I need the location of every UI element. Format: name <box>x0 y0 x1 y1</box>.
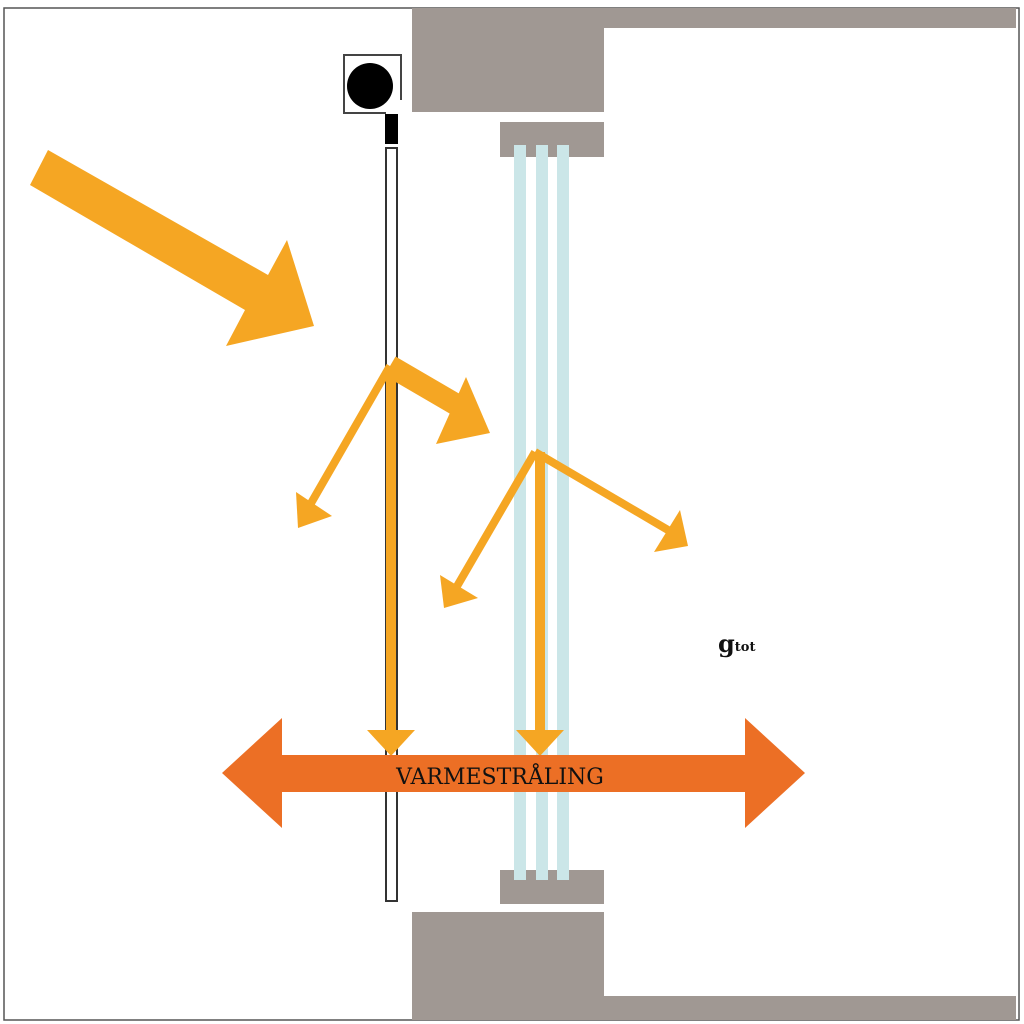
transmitted-ray-head <box>436 377 490 444</box>
frame-border <box>3 7 1020 1021</box>
blind-bottom-rail <box>385 114 398 144</box>
g-total-base: g <box>718 629 735 658</box>
glass-pane-1 <box>514 145 526 880</box>
wall-top <box>412 8 1016 112</box>
glass-pane-3 <box>557 145 569 880</box>
heat-radiation-arrow <box>222 718 805 828</box>
transmitted-ray-line <box>384 356 468 418</box>
glass-sun-arrows <box>440 448 688 756</box>
glass-absorbed-head <box>516 730 564 756</box>
g-total-subscript: tot <box>735 640 756 655</box>
reflected-ray-line <box>306 364 394 507</box>
wall-bottom <box>412 912 1016 1020</box>
glass-reflected-head <box>440 575 478 608</box>
glass-reflected-line <box>452 449 539 591</box>
g-total-label: gtot <box>718 629 755 658</box>
absorbed-ray-head <box>367 730 415 756</box>
glass-transmitted-head <box>654 510 688 552</box>
glass-transmitted-line <box>532 448 671 534</box>
reflected-ray-head <box>296 492 332 528</box>
blind-roller-icon <box>347 63 393 109</box>
blind-sun-arrows <box>296 356 490 756</box>
blind-box <box>343 54 402 114</box>
heat-radiation-label: VARMESTRÅLING <box>395 762 604 790</box>
incoming-sun-arrow <box>30 150 314 346</box>
